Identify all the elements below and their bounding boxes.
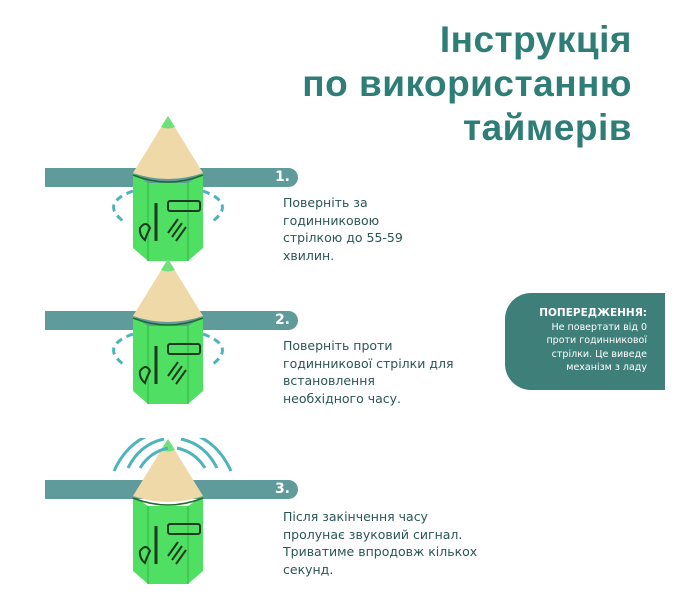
- step-3-number: 3.: [274, 481, 290, 497]
- text-line: проти годинникової: [546, 335, 647, 346]
- text-line: хвилин.: [283, 247, 335, 263]
- title-line-3: таймерів: [462, 107, 632, 148]
- page-title: Інструкція по використанню таймерів: [302, 18, 632, 150]
- pencil-timer-rotate-clockwise-image: [112, 114, 224, 263]
- text-line: Після закінчення часу: [283, 509, 428, 524]
- text-line: стрілки. Це виведе: [551, 348, 647, 360]
- warning-title: ПОПЕРЕДЖЕННЯ:: [539, 307, 647, 319]
- text-line: пролунає звуковий сигнал.: [283, 526, 463, 542]
- text-line: секунд.: [283, 561, 334, 577]
- text-line: механізм з ладу: [566, 362, 647, 373]
- warning-box: ПОПЕРЕДЖЕННЯ: Не повертати від 0 проти го…: [505, 293, 665, 390]
- pencil-timer-rotate-counterclockwise-image: [112, 257, 224, 406]
- title-line-1: Інструкція: [439, 19, 632, 60]
- text-line: годинникової стрілки для: [283, 355, 454, 371]
- text-line: стрілкою до 55-59: [283, 230, 403, 245]
- sound-waves-icon: [112, 438, 233, 472]
- step-2-text: Поверніть проти годинникової стрілки для в…: [283, 337, 453, 407]
- step-3-text: Після закінчення часу пролунає звуковий с…: [283, 508, 477, 578]
- text-line: Не повертати від 0: [551, 321, 647, 333]
- text-line: Поверніть за: [283, 195, 368, 210]
- step-2-number: 2.: [274, 312, 290, 328]
- rotate-arrows-icon: [112, 332, 224, 366]
- text-line: Поверніть проти: [283, 338, 393, 353]
- rotate-arrows-icon: [112, 189, 224, 223]
- title-line-2: по використанню: [302, 63, 632, 104]
- step-1-number: 1.: [274, 169, 290, 185]
- step-1-text: Поверніть за годинниковою стрілкою до 55-5…: [283, 194, 403, 264]
- text-line: годинниковою: [283, 212, 380, 228]
- text-line: необхідного часу.: [283, 390, 402, 406]
- text-line: встановлення: [283, 373, 375, 388]
- text-line: Триватиме впродовж кількох: [283, 544, 478, 559]
